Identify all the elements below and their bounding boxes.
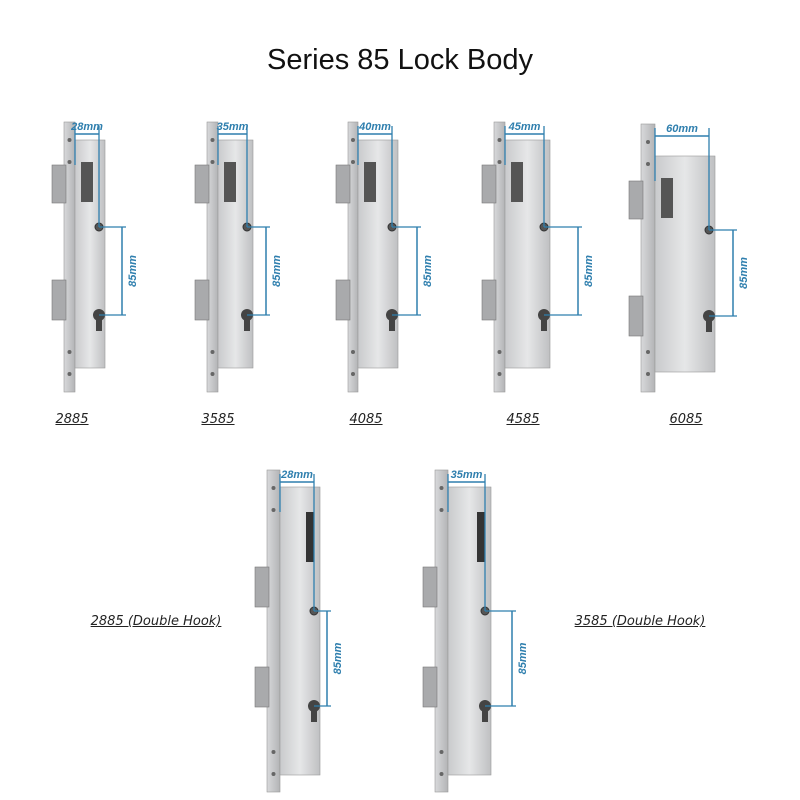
- screw-hole: [210, 160, 215, 164]
- distance-label: 85mm: [517, 642, 529, 674]
- cylinder-hole: [244, 315, 250, 331]
- screw-hole: [210, 138, 215, 142]
- screw-hole: [67, 372, 72, 376]
- latch-bolt: [335, 279, 351, 321]
- cylinder-hole: [706, 316, 712, 332]
- latch-mechanism: [661, 178, 673, 218]
- cylinder-hole: [96, 315, 102, 331]
- screw-hole: [351, 350, 355, 354]
- screw-hole: [271, 486, 276, 490]
- distance-label: 85mm: [271, 255, 283, 287]
- screw-hole: [67, 350, 72, 354]
- backset-label: 35mm: [217, 121, 249, 133]
- distance-label: 85mm: [422, 255, 434, 287]
- backset-label: 35mm: [451, 469, 483, 481]
- latch-bolt: [51, 279, 67, 321]
- cylinder-hole: [389, 315, 395, 331]
- screw-hole: [439, 486, 444, 490]
- model-label: 3585: [201, 412, 235, 427]
- screw-hole: [271, 772, 276, 776]
- model-label: 4585: [506, 412, 540, 427]
- hook-bolt: [254, 566, 270, 608]
- screw-hole: [497, 350, 502, 354]
- screw-hole: [210, 350, 215, 354]
- screw-hole: [497, 372, 502, 376]
- model-label: 2885 (Double Hook): [90, 614, 222, 629]
- faceplate: [266, 469, 281, 793]
- backset-label: 28mm: [70, 121, 103, 133]
- latch-mechanism: [364, 162, 376, 202]
- cylinder-hole: [311, 706, 317, 722]
- faceplate: [434, 469, 449, 793]
- backset-label: 45mm: [508, 121, 541, 133]
- model-label: 4085: [349, 412, 383, 427]
- latch-bolt: [628, 295, 644, 337]
- screw-hole: [497, 138, 502, 142]
- latch-bolt: [481, 279, 497, 321]
- latch-bolt: [51, 164, 67, 204]
- screw-hole: [210, 372, 215, 376]
- screw-hole: [646, 140, 650, 144]
- page-title: Series 85 Lock Body: [267, 44, 533, 76]
- distance-label: 85mm: [332, 642, 344, 674]
- screw-hole: [497, 160, 502, 164]
- latch-bolt: [628, 180, 644, 220]
- screw-hole: [67, 160, 72, 164]
- latch-mechanism: [224, 162, 236, 202]
- distance-label: 85mm: [127, 255, 139, 287]
- latch-bolt: [194, 279, 210, 321]
- screw-hole: [271, 508, 276, 512]
- distance-label: 85mm: [583, 255, 595, 287]
- screw-hole: [646, 162, 650, 166]
- hook-slot: [306, 512, 314, 562]
- screw-hole: [351, 138, 355, 142]
- screw-hole: [646, 350, 650, 354]
- latch-bolt: [194, 164, 210, 204]
- cylinder-hole: [541, 315, 547, 331]
- model-label: 6085: [669, 412, 703, 427]
- hook-slot: [477, 512, 485, 562]
- backset-label: 40mm: [358, 121, 391, 133]
- model-label: 3585 (Double Hook): [574, 614, 706, 629]
- backset-label: 60mm: [666, 123, 698, 135]
- distance-label: 85mm: [738, 257, 750, 289]
- latch-mechanism: [81, 162, 93, 202]
- latch-bolt: [481, 164, 497, 204]
- backset-label: 28mm: [280, 469, 313, 481]
- latch-bolt: [335, 164, 351, 204]
- screw-hole: [271, 750, 276, 754]
- model-label: 2885: [55, 412, 89, 427]
- hook-bolt: [422, 666, 438, 708]
- latch-mechanism: [511, 162, 523, 202]
- screw-hole: [351, 160, 355, 164]
- screw-hole: [351, 372, 355, 376]
- screw-hole: [646, 372, 650, 376]
- screw-hole: [439, 772, 444, 776]
- screw-hole: [439, 508, 444, 512]
- hook-bolt: [422, 566, 438, 608]
- screw-hole: [439, 750, 444, 754]
- screw-hole: [67, 138, 72, 142]
- hook-bolt: [254, 666, 270, 708]
- cylinder-hole: [482, 706, 488, 722]
